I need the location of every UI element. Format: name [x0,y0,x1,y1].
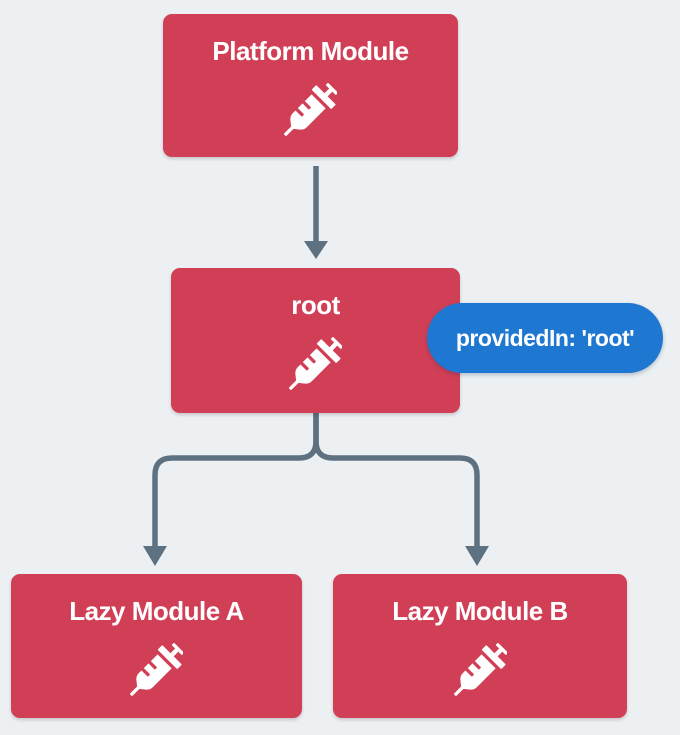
node-label: Lazy Module B [392,596,568,626]
node-lazy-module-b: Lazy Module B [333,574,627,718]
syringe-icon [289,337,342,390]
provided-in-badge-label: providedIn: 'root' [455,324,635,351]
edge-root-to-lazy-b [313,413,489,566]
node-lazy-module-a: Lazy Module A [11,574,302,718]
syringe-icon [454,643,507,696]
node-label: Platform Module [212,36,409,66]
node-label: Lazy Module A [69,596,244,626]
provided-in-badge: providedIn: 'root' [427,303,663,373]
edge-root-to-lazy-a [143,413,319,566]
syringe-icon [284,83,337,136]
edge-platform-to-root [304,166,328,259]
node-platform-module: Platform Module [163,14,458,157]
syringe-icon [130,643,183,696]
node-root: root [171,268,460,413]
node-label: root [291,290,340,320]
